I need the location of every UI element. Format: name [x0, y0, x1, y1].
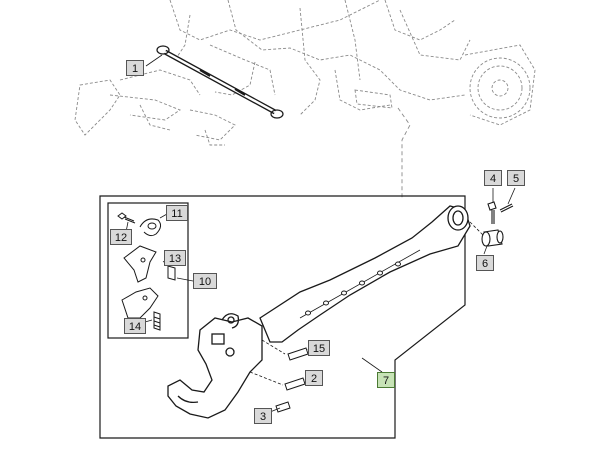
leader-1 [145, 54, 163, 67]
inset-parts [117, 212, 176, 331]
callout-5[interactable]: 5 [507, 170, 525, 186]
bushing-leaders [361, 187, 516, 373]
lower-link-arm [259, 205, 471, 343]
callout-13[interactable]: 13 [164, 250, 186, 266]
top-link-assembly [156, 45, 284, 119]
callout-4[interactable]: 4 [484, 170, 502, 186]
callout-3[interactable]: 3 [254, 408, 272, 424]
callout-15[interactable]: 15 [308, 340, 330, 356]
inset-frame [107, 202, 189, 339]
callout-2[interactable]: 2 [305, 370, 323, 386]
pins [275, 347, 309, 413]
bushing-and-bolts [481, 201, 514, 247]
lower-link-holes [305, 261, 401, 316]
callout-1[interactable]: 1 [126, 60, 144, 76]
tractor-ghost-outline [74, 0, 536, 200]
callout-6[interactable]: 6 [476, 255, 494, 271]
callout-11[interactable]: 11 [166, 205, 188, 221]
callout-7[interactable]: 7 [377, 372, 395, 388]
lower-link-hook [167, 313, 263, 419]
callout-10[interactable]: 10 [193, 273, 217, 289]
exploded-view-frame [99, 195, 466, 439]
callout-14[interactable]: 14 [124, 318, 146, 334]
callout-12[interactable]: 12 [110, 229, 132, 245]
